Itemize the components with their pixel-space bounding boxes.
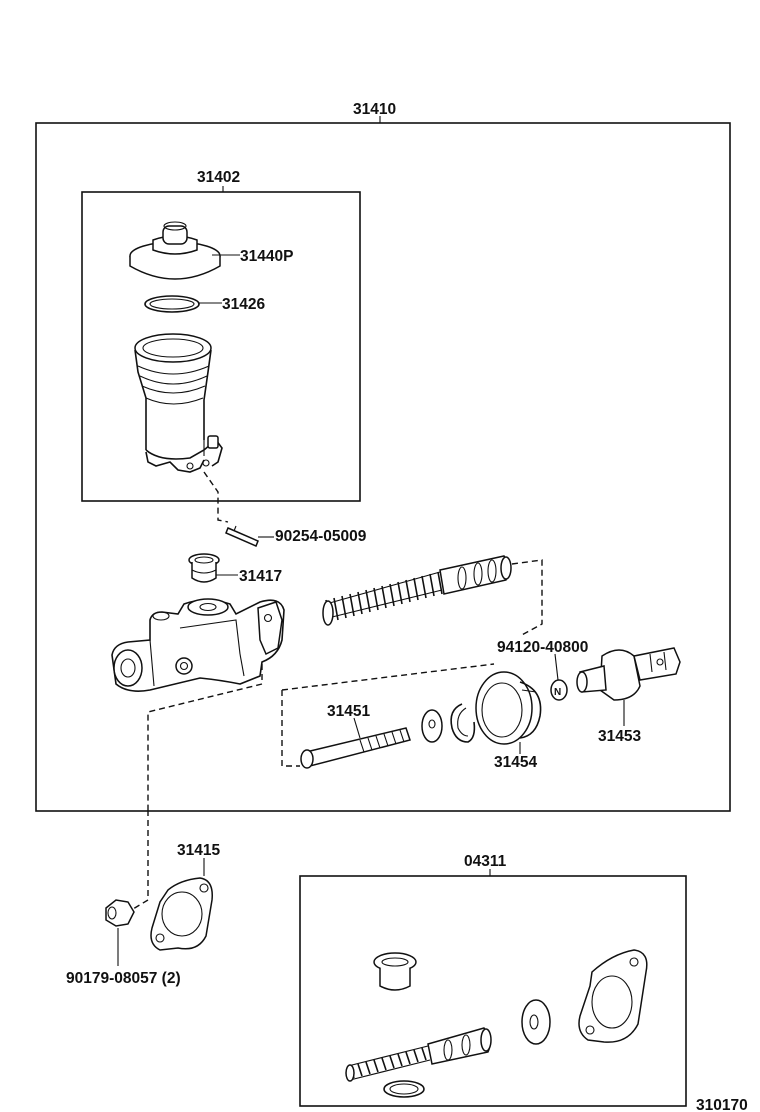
svg-text:N: N: [554, 687, 561, 698]
cap-gasket: [144, 295, 200, 313]
assembly-frame: [35, 116, 731, 812]
repair-kit-frame: [299, 869, 687, 1107]
label-31451: 31451: [327, 703, 370, 720]
clevis: [576, 647, 681, 701]
kit-snap-ring: [383, 1080, 425, 1098]
label-31402: 31402: [197, 169, 240, 186]
label-94120-40800: 94120-40800: [497, 639, 588, 656]
master-cylinder-body: [111, 598, 285, 692]
reference-code: 310170: [696, 1097, 748, 1112]
label-31454: 31454: [494, 754, 537, 771]
reservoir-cap: [129, 221, 221, 280]
label-04311: 04311: [464, 853, 507, 870]
kit-gasket: [578, 949, 648, 1043]
washer: [421, 709, 443, 743]
label-90254-05009: 90254-05009: [275, 528, 367, 545]
mounting-gasket: [150, 877, 213, 951]
push-rod: [300, 727, 411, 769]
kit-grommet: [373, 952, 417, 991]
mounting-nut: [105, 899, 135, 927]
kit-piston-spring: [345, 1027, 492, 1082]
boot: [475, 671, 542, 745]
snap-ring: [450, 703, 476, 743]
label-90179-08057: 90179-08057 (2): [66, 970, 181, 987]
label-31415: 31415: [177, 842, 220, 859]
reservoir-pin: [225, 525, 259, 547]
reservoir-frame: [81, 186, 361, 502]
label-31426: 31426: [222, 296, 265, 313]
label-31417: 31417: [239, 568, 282, 585]
small-nut: N: [550, 679, 568, 701]
grommet: [188, 553, 220, 583]
kit-washer: [521, 999, 551, 1045]
label-31440P: 31440P: [240, 248, 293, 265]
piston-spring: [322, 555, 512, 626]
label-31453: 31453: [598, 728, 641, 745]
reservoir-body: [134, 333, 223, 473]
label-31410: 31410: [353, 101, 396, 118]
